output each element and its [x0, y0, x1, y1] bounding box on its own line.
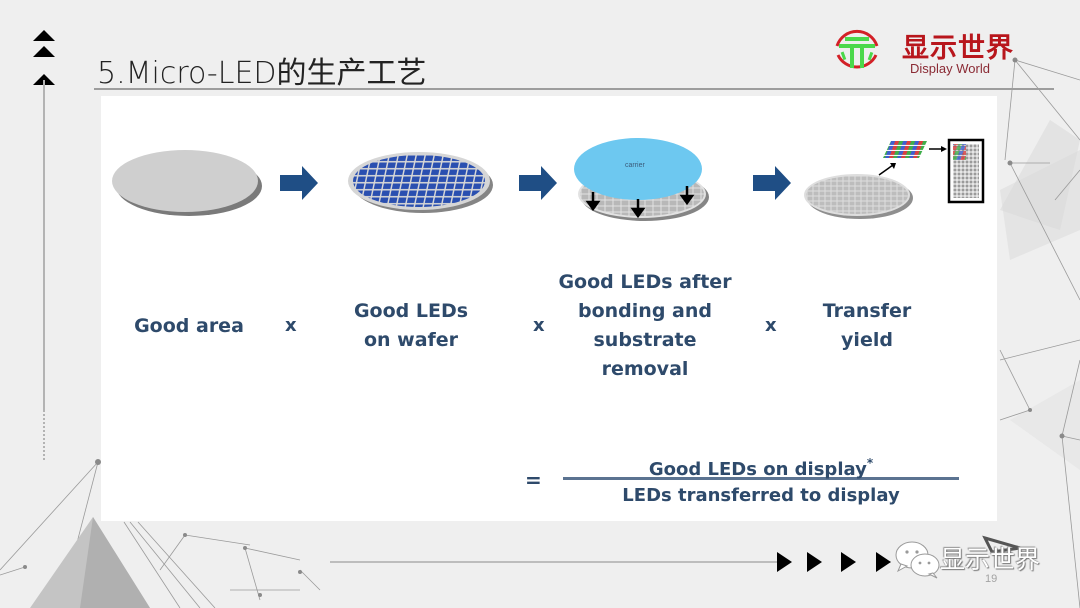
led-wafer-graphic: [348, 152, 493, 213]
label-line: Good LEDs after: [558, 271, 732, 293]
label-line: Transfer: [822, 300, 912, 322]
arrow-right-icon: [519, 166, 557, 200]
wechat-account-name: 显示世界: [940, 545, 1041, 574]
transfer-to-display-graphic: [804, 138, 985, 219]
multiply-operator: x: [533, 315, 545, 336]
title-divider: [94, 88, 1054, 90]
triangle-right-icon: [807, 552, 822, 572]
stage-label-good-leds-after-bonding: Good LEDs after bonding and substrate re…: [555, 268, 735, 384]
label-line: removal: [601, 358, 689, 380]
rail-dotted-line: [43, 410, 45, 460]
triangle-right-icon: [841, 552, 856, 572]
fraction-numerator: Good LEDs on display*: [563, 450, 959, 480]
content-panel: carrier Good: [101, 96, 997, 521]
triangle-up-icon: [33, 46, 55, 57]
arrow-right-icon: [280, 166, 318, 200]
footnote-mark: *: [866, 456, 874, 470]
carrier-wafer-illustration: [574, 138, 709, 221]
left-decoration-rail: [33, 30, 55, 470]
carrier-bonding-graphic: carrier: [573, 134, 713, 226]
carrier-label: carrier: [625, 162, 645, 169]
stage-label-good-leds-on-wafer: Good LEDs on wafer: [331, 297, 491, 355]
plain-wafer-graphic: [112, 150, 262, 216]
triangle-right-icon: [777, 552, 792, 572]
bottom-divider: [330, 561, 780, 563]
rail-line: [43, 80, 45, 410]
logo-chinese-text: 显示世界: [902, 33, 1014, 64]
label-line: bonding and: [578, 300, 712, 322]
logo-emblem-icon: [835, 29, 879, 69]
triangle-up-icon: [33, 30, 55, 41]
label-line: on wafer: [363, 329, 459, 351]
display-world-logo: 显示世界 Display World: [832, 24, 1032, 80]
stage-label-good-area: Good area: [127, 312, 251, 341]
multiply-operator: x: [285, 315, 297, 336]
multiply-operator: x: [765, 315, 777, 336]
arrow-right-icon: [753, 166, 791, 200]
wechat-icon: [895, 541, 940, 579]
slide-title: 5.Micro-LED的生产工艺: [97, 56, 427, 91]
fraction-bar: [563, 477, 959, 480]
equals-sign: =: [525, 468, 542, 492]
fraction-denominator: LEDs transferred to display: [622, 485, 900, 506]
triangle-right-icon: [876, 552, 891, 572]
yield-fraction: Good LEDs on display* LEDs transferred t…: [563, 450, 959, 509]
triangle-up-icon: [33, 74, 55, 85]
page-number: 19: [985, 573, 998, 585]
label-line: Good area: [134, 315, 244, 337]
numerator-text: Good LEDs on display: [648, 459, 867, 480]
label-line: Good LEDs: [353, 300, 469, 322]
label-line: substrate: [593, 329, 697, 351]
stage-label-transfer-yield: Transfer yield: [807, 297, 927, 355]
logo-english-text: Display World: [910, 61, 990, 76]
label-line: yield: [841, 329, 893, 351]
